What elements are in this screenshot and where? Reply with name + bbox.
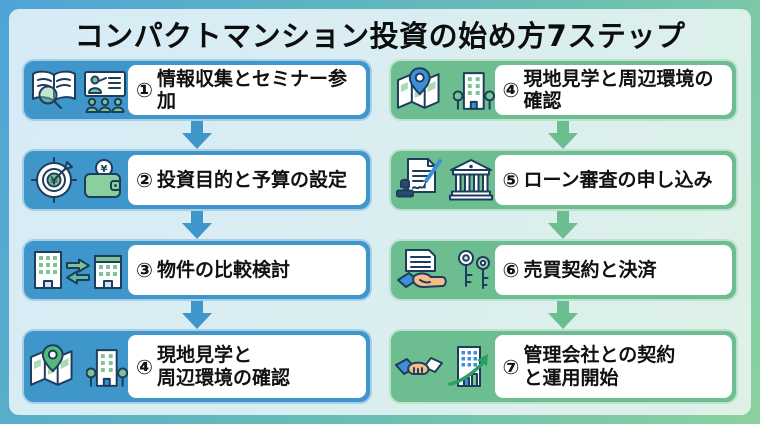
map-pin-icon: [29, 343, 73, 386]
step-number: ④: [136, 354, 153, 379]
step-card-1: ① 情報収集とセミナー参加: [22, 59, 372, 121]
bank-icon: [449, 159, 493, 201]
icon-area: [395, 245, 495, 295]
icon-area: ¥ ¥: [28, 155, 128, 205]
step-card-4-left: ④ 現地見学と 周辺環境の確認: [22, 329, 372, 404]
step-card-7: ⑦ 管理会社との契約 と運用開始: [388, 329, 738, 404]
step-label: 物件の比較検討: [156, 258, 290, 281]
book-magnifier-icon: [31, 70, 76, 109]
arrow-gap: [22, 211, 372, 239]
step-text-box: ⑥ 売買契約と決済: [494, 245, 732, 295]
step-card-2: ¥ ¥ ② 投資目的と予算の設定: [22, 149, 372, 211]
building-trees-icon: [452, 72, 495, 110]
steps-grid: ① 情報収集とセミナー参加 ¥: [9, 55, 751, 404]
step-card-5: ⑤ ローン審査の申し込み: [388, 149, 738, 211]
step-card-6: ⑥ 売買契約と決済: [388, 239, 738, 301]
step-text-box: ② 投資目的と予算の設定: [128, 155, 366, 205]
arrow-gap: [389, 301, 739, 329]
buildings-compare-icon: [34, 251, 122, 289]
arrow-gap: [22, 121, 372, 149]
arrow-gap: [389, 121, 739, 149]
down-arrow-icon: [548, 211, 579, 239]
step-text-box: ① 情報収集とセミナー参加: [128, 65, 366, 115]
step-label: 投資目的と予算の設定: [156, 168, 347, 191]
step-card-3: ③ 物件の比較検討: [22, 239, 372, 301]
step-text-box: ④ 現地見学と 周辺環境の確認: [128, 335, 366, 398]
icon-area: [395, 155, 495, 205]
down-arrow-icon: [548, 301, 579, 329]
column-right: ④ 現地見学と周辺環境の確認: [388, 59, 739, 404]
map-pin-icon: [396, 67, 440, 109]
column-left: ① 情報収集とセミナー参加 ¥: [22, 59, 372, 404]
step-number: ①: [136, 78, 153, 102]
building-growth-chart-icon: [448, 345, 488, 387]
contract-stamp-icon: [396, 158, 442, 198]
svg-text:¥: ¥: [50, 175, 58, 188]
step-number: ④: [502, 78, 520, 102]
step-number: ⑤: [502, 168, 520, 192]
page-title: コンパクトマンション投資の始め方7ステップ: [74, 19, 686, 53]
step-number: ⑦: [502, 354, 520, 379]
down-arrow-icon: [181, 121, 212, 149]
icon-area: [28, 65, 128, 115]
step-card-4-right: ④ 現地見学と周辺環境の確認: [388, 59, 738, 121]
step-number: ②: [136, 168, 153, 192]
icon-area: [28, 245, 128, 295]
handshake-icon: [395, 356, 443, 375]
step-label: 売買契約と決済: [523, 258, 657, 281]
building-trees-icon: [86, 348, 128, 387]
down-arrow-icon: [181, 301, 212, 329]
step-label: 現地見学と 周辺環境の確認: [156, 344, 290, 389]
handshake-document-icon: [397, 249, 447, 288]
step-text-box: ④ 現地見学と周辺環境の確認: [494, 65, 732, 115]
down-arrow-icon: [181, 211, 212, 239]
step-number: ③: [136, 258, 153, 282]
step-text-box: ⑤ ローン審査の申し込み: [494, 155, 732, 205]
keys-icon: [458, 250, 490, 289]
content-background: コンパクトマンション投資の始め方7ステップ: [9, 9, 751, 415]
icon-area: [395, 65, 495, 115]
arrow-gap: [22, 301, 372, 329]
step-label: 情報収集とセミナー参加: [156, 67, 347, 112]
step-number: ⑥: [502, 258, 520, 282]
step-text-box: ③ 物件の比較検討: [128, 245, 366, 295]
step-label: ローン審査の申し込み: [523, 168, 713, 191]
target-yen-icon: ¥: [30, 157, 77, 203]
down-arrow-icon: [548, 121, 579, 149]
icon-area: [395, 335, 495, 398]
seminar-presentation-icon: [83, 71, 126, 113]
icon-area: [28, 335, 128, 398]
wallet-yen-icon: ¥: [83, 159, 121, 198]
step-label: 管理会社との契約 と運用開始: [523, 344, 676, 389]
arrow-gap: [389, 211, 739, 239]
step-text-box: ⑦ 管理会社との契約 と運用開始: [494, 335, 732, 398]
svg-text:¥: ¥: [100, 164, 107, 175]
step-label: 現地見学と周辺環境の確認: [523, 67, 714, 112]
